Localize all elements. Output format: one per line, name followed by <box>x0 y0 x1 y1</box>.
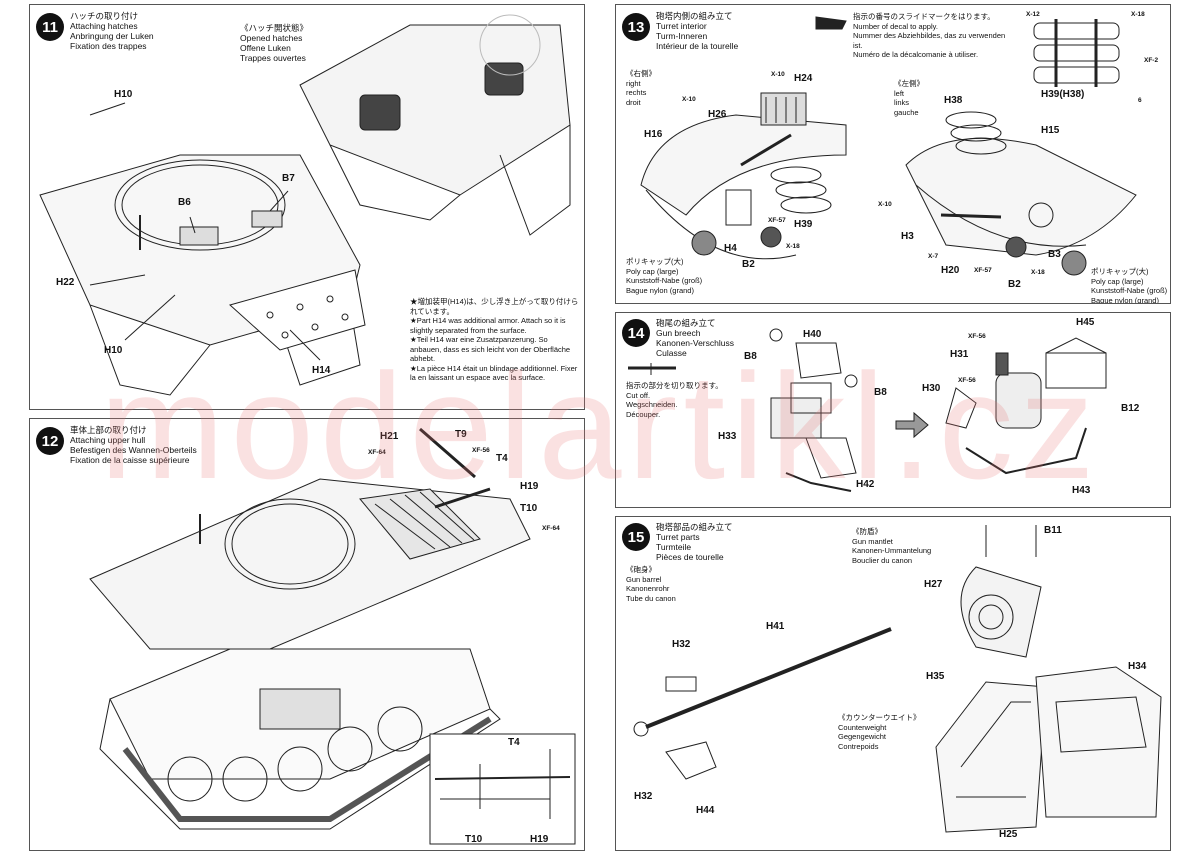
cut-off-note: 指示の部分を切り取ります。 Cut off. Wegschneiden. Déc… <box>626 381 723 419</box>
part-label: H3 <box>901 231 914 242</box>
part-label: B2 <box>1008 279 1021 290</box>
part-label: H44 <box>696 805 715 816</box>
paint-label: XF-57 <box>974 267 992 274</box>
decal-note: 指示の番号のスライドマークをはります。 Number of decal to a… <box>853 12 1006 59</box>
part-label: H32 <box>634 791 653 802</box>
part-label: H25 <box>999 829 1018 840</box>
step-number: 15 <box>622 523 650 551</box>
part-label: H20 <box>941 265 960 276</box>
part-label: H40 <box>803 329 822 340</box>
step-number: 11 <box>36 13 64 41</box>
opened-hatches-caption: 《ハッチ開状態》 Opened hatches Offene Luken Tra… <box>240 23 309 63</box>
part-label: H15 <box>1041 125 1060 136</box>
paint-label: X-18 <box>1031 269 1045 276</box>
counterweight-caption: 《カウンターウエイト》 Counterweight Gegengewicht C… <box>838 713 921 751</box>
part-label: H24 <box>794 73 813 84</box>
step-11-panel: 11 ハッチの取り付け Attaching hatches Anbringung… <box>29 4 585 410</box>
step-title: 砲塔部品の組み立て Turret parts Turmteile Pièces … <box>656 522 733 562</box>
gun-barrel-caption: 《砲身》 Gun barrel Kanonenrohr Tube du cano… <box>626 565 676 603</box>
part-label: T4 <box>496 453 508 464</box>
paint-label: XF-56 <box>472 447 490 454</box>
part-label: H27 <box>924 579 943 590</box>
step-13-panel: 13 砲塔内側の組み立て Turret interior Turm-Innere… <box>615 4 1171 304</box>
paint-label: XF-56 <box>958 377 976 384</box>
part-label: H4 <box>724 243 737 254</box>
decal-number: 6 <box>1138 97 1142 104</box>
part-label: B8 <box>744 351 757 362</box>
paint-label: XF-2 <box>1144 57 1159 64</box>
step-number: 13 <box>622 13 650 41</box>
step-number: 14 <box>622 319 650 347</box>
part-label: H33 <box>718 431 737 442</box>
part-label: H21 <box>380 431 399 442</box>
paint-label: X-10 <box>771 71 785 78</box>
part-label: B12 <box>1121 403 1140 414</box>
step-title: 砲塔内側の組み立て Turret interior Turm-Inneren I… <box>656 11 739 51</box>
paint-label: XF-64 <box>368 449 386 456</box>
part-label: H41 <box>766 621 785 632</box>
part-label: H39 <box>794 219 813 230</box>
step-number: 12 <box>36 427 64 455</box>
part-label: B11 <box>1044 525 1062 536</box>
poly-cap-note-right: ポリキャップ(大) Poly cap (large) Kunststoff-Na… <box>626 257 703 295</box>
part-label: H14 <box>312 365 331 376</box>
step-title: 砲尾の組み立て Gun breech Kanonen-Verschluss Cu… <box>656 318 734 358</box>
part-label: H30 <box>922 383 941 394</box>
part-label: H22 <box>56 277 75 288</box>
part-label: H34 <box>1128 661 1147 672</box>
step-title: 車体上部の取り付け Attaching upper hull Befestige… <box>70 425 197 465</box>
part-label: B6 <box>178 197 191 208</box>
part-label: H32 <box>672 639 691 650</box>
paint-label: X-10 <box>682 96 696 103</box>
paint-label: XF-56 <box>968 333 986 340</box>
poly-cap-note-left: ポリキャップ(大) Poly cap (large) Kunststoff-Na… <box>1091 267 1168 304</box>
part-label: H45 <box>1076 317 1095 328</box>
part-label: T9 <box>455 429 467 440</box>
left-side-caption: 《左側》 left links gauche <box>894 79 924 117</box>
upper-hull-drawing <box>89 427 576 845</box>
paint-label: X-18 <box>786 243 800 250</box>
paint-label: X-18 <box>1131 11 1145 18</box>
part-label: T10 <box>465 834 483 845</box>
part-label: H16 <box>644 129 663 140</box>
part-label: H31 <box>950 349 969 360</box>
part-label: B8 <box>874 387 887 398</box>
turret-parts-drawing <box>633 525 1162 833</box>
turret-interior-drawing <box>640 16 1137 276</box>
step-12-panel: 12 車体上部の取り付け Attaching upper hull Befest… <box>29 418 585 851</box>
part-label: T10 <box>520 503 538 514</box>
part-label: H43 <box>1072 485 1091 496</box>
part-label: B3 <box>1048 249 1061 260</box>
part-label: H10 <box>104 345 123 356</box>
part-label: H19 <box>530 834 549 845</box>
paint-label: XF-57 <box>768 217 786 224</box>
part-label: T4 <box>508 737 520 748</box>
part-label: H42 <box>856 479 875 490</box>
part-label: B2 <box>742 259 755 270</box>
hull-hatch-drawing <box>39 14 571 396</box>
paint-label: X-10 <box>878 201 892 208</box>
step-title: ハッチの取り付け Attaching hatches Anbringung de… <box>70 11 154 51</box>
step-15-panel: 15 砲塔部品の組み立て Turret parts Turmteile Pièc… <box>615 516 1171 851</box>
armor-note: ★増加装甲(H14)は、少し浮き上がって取り付けられています。 ★Part H1… <box>410 297 579 382</box>
part-label: H35 <box>926 671 945 682</box>
step-14-panel: 14 砲尾の組み立て Gun breech Kanonen-Verschluss… <box>615 312 1171 508</box>
part-label: H38 <box>944 95 963 106</box>
part-label: H19 <box>520 481 539 492</box>
gun-mantlet-caption: 《防盾》 Gun mantlet Kanonen-Ummantelung Bou… <box>852 527 932 565</box>
part-label: B7 <box>282 173 295 184</box>
paint-label: X-7 <box>928 253 939 260</box>
paint-label: X-12 <box>1026 11 1040 18</box>
part-label: H10 <box>114 89 133 100</box>
paint-label: XF-64 <box>542 525 560 532</box>
right-side-caption: 《右側》 right rechts droit <box>626 69 656 107</box>
part-label: H39(H38) <box>1041 89 1085 100</box>
gun-breech-drawing <box>628 328 1107 492</box>
part-label: H26 <box>708 109 727 120</box>
